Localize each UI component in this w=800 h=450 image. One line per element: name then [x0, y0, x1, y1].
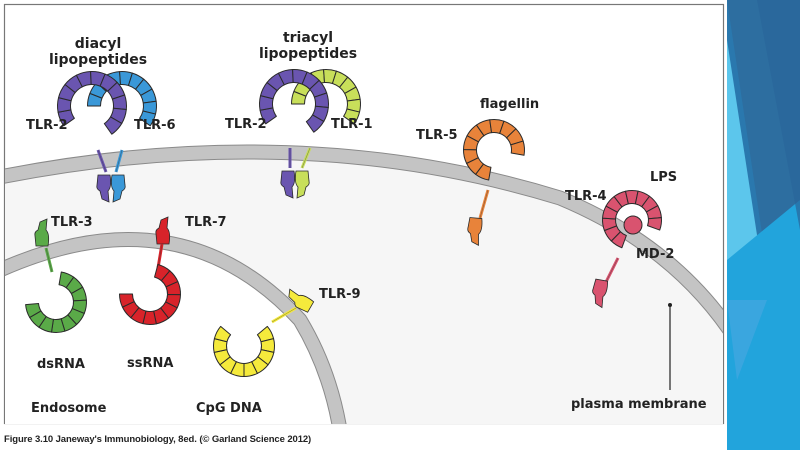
- label-tlr1: TLR-1: [331, 117, 373, 132]
- tlr5-ectodomain: [463, 119, 525, 181]
- tlr2-ectodomain-triacyl: [259, 69, 329, 133]
- tlr3-tail: [34, 218, 50, 247]
- lrr-segment: [510, 140, 525, 156]
- lrr-segment: [119, 293, 135, 308]
- label-tlr4: TLR-4: [565, 189, 607, 204]
- lrr-segment: [103, 116, 123, 135]
- tlr4-tail: [592, 278, 609, 309]
- label-tlr9: TLR-9: [319, 287, 361, 302]
- label-dsrna: dsRNA: [37, 357, 85, 372]
- label-md2: MD-2: [636, 247, 674, 262]
- label-tlr3: TLR-3: [51, 215, 93, 230]
- label-flagellin: flagellin: [480, 97, 539, 112]
- lrr-segment: [213, 325, 232, 343]
- figure-caption: Figure 3.10 Janeway's Immunobiology, 8ed…: [4, 434, 312, 445]
- tlr3-ectodomain: [25, 271, 87, 333]
- tlr7-tail: [155, 216, 171, 245]
- label-cpg-dna: CpG DNA: [196, 401, 262, 416]
- label-endosome: Endosome: [31, 401, 107, 416]
- label-tlr5: TLR-5: [416, 128, 458, 143]
- lrr-segment: [25, 303, 42, 318]
- tlr9-ectodomain: [213, 325, 275, 377]
- label-triacyl-lipopeptides: lipopeptides: [259, 46, 357, 62]
- lrr-segment: [305, 114, 325, 133]
- tlr1-tail: [294, 170, 310, 199]
- label-diacyl: diacyl: [75, 36, 122, 52]
- label-tlr2-diacyl: TLR-2: [26, 118, 68, 133]
- label-plasma-membrane: plasma membrane: [571, 397, 707, 412]
- label-lps: LPS: [650, 170, 677, 185]
- tlr7-ectodomain: [119, 264, 181, 325]
- label-ssrna: ssRNA: [127, 356, 173, 371]
- tlr5-tail: [467, 217, 483, 247]
- lrr-segment: [343, 108, 361, 125]
- tlr4-ectodomain: [602, 190, 662, 249]
- lrr-segment: [139, 110, 157, 127]
- tlr2-tail-diacyl: [96, 174, 112, 203]
- label-diacyl-lipopeptides: lipopeptides: [49, 52, 147, 68]
- tlr6-tail: [110, 174, 126, 203]
- md2-protein: [623, 215, 643, 235]
- label-tlr2-triacyl: TLR-2: [225, 117, 267, 132]
- label-tlr6: TLR-6: [134, 118, 176, 133]
- tlr9-tail: [288, 288, 315, 313]
- tlr2-tail-triacyl: [280, 170, 296, 199]
- lrr-segment: [647, 217, 662, 231]
- slide-background-decoration: [727, 0, 800, 450]
- label-tlr7: TLR-7: [185, 215, 227, 230]
- tlr2-ectodomain-diacyl: [57, 71, 127, 135]
- label-triacyl: triacyl: [283, 30, 333, 46]
